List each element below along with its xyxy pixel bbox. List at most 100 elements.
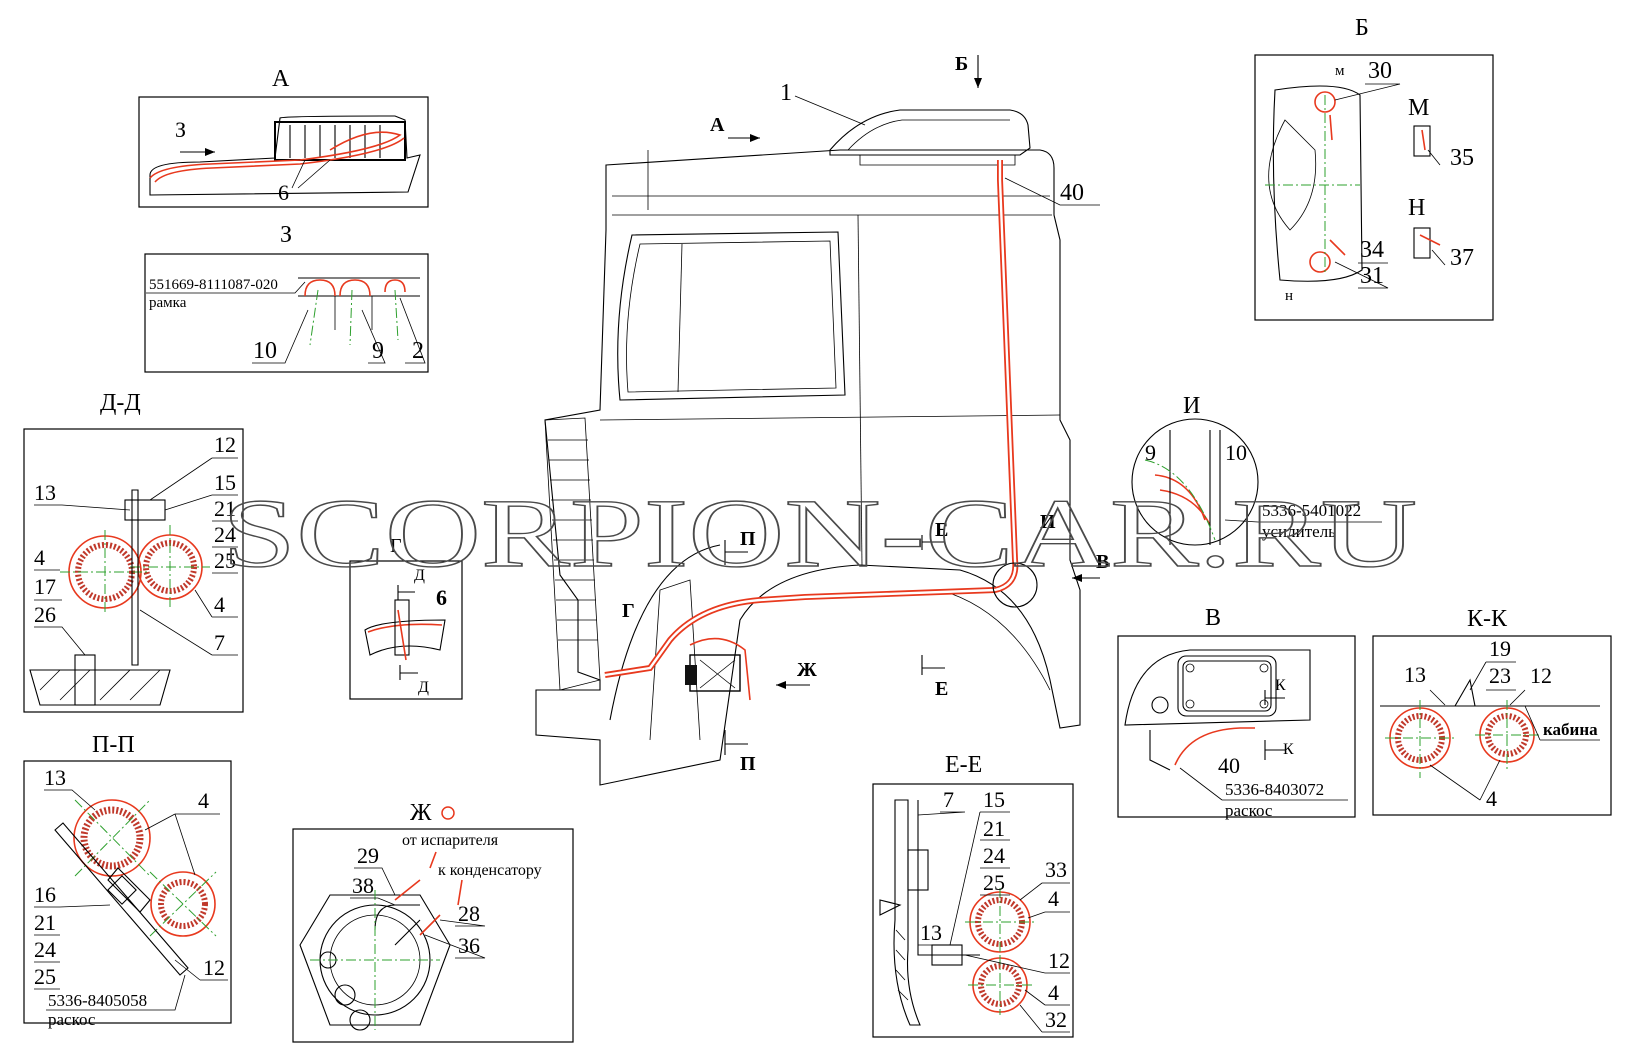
view-EE-c32: 32 [1045,1007,1067,1032]
view-I-axis [1144,459,1216,541]
view-Zh-frame [292,828,574,1043]
view-DD: Д-Д 12 13 15 21 24 25 4 4 17 26 7 [23,390,244,713]
callout-40: 40 [1060,180,1084,206]
view-Z-leader-9 [361,309,386,364]
view-Zh-leader-36 [424,934,486,959]
view-KK-c4: 4 [1486,786,1497,811]
view-PP-leader-4 [144,813,220,876]
label-view-V: В [1096,551,1109,573]
detail-circle-I [992,562,1038,608]
view-Z-c10: 10 [253,338,277,364]
view-PP-frame [23,760,232,1024]
view-Zh-leader-29 [354,867,396,896]
view-V-part-name: раскос [1225,801,1273,820]
view-PP-title: П-П [92,732,135,758]
label-detail-I: И [1040,511,1056,533]
view-DD-c13: 13 [34,480,56,505]
view-DD-axes [60,525,210,615]
view-Zh-to: к конденсатору [438,862,542,879]
view-PP-c25: 25 [34,964,56,989]
view-KK-title: К-К [1467,606,1508,632]
label-cut-E2: Е [935,678,948,700]
view-B-M-hose [1421,129,1426,151]
door-window-inner [626,240,837,393]
view-Zh-c28: 28 [458,901,480,926]
callout-1: 1 [780,80,792,106]
view-Z: З 551669-8111087-020 рамка 10 9 2 [144,222,429,373]
view-PP-part-number: 5336-8405058 [48,991,147,1010]
ac-hose-route [604,160,1038,701]
view-DD-leader-7 [139,609,238,656]
view-PP-bolt [107,875,137,905]
view-A-ac-unit [274,121,406,161]
view-EE-leader-32 [1019,1004,1070,1033]
front-panel [544,417,601,691]
view-G-hose [367,623,443,633]
view-Zh-title: Ж [410,800,432,826]
view-DD-title: Д-Д [100,390,141,416]
cut-mark-E2 [921,655,945,675]
view-V: В К К 40 5336-8403072 раскос [1117,605,1356,820]
view-KK-axes [1385,700,1540,778]
view-DD-c21: 21 [214,496,236,521]
view-PP-leader-16 [34,904,111,908]
view-A-fins [289,125,381,158]
view-EE-title: Е-Е [945,752,982,778]
view-DD-c25: 25 [214,548,236,573]
view-Zh-c38: 38 [352,873,374,898]
hose-route-inner [604,160,1017,677]
view-B-c30: 30 [1368,58,1392,84]
view-Zh-fittings [374,904,421,946]
view-B-port-top [1314,91,1336,113]
view-EE-leader-15 [949,811,1010,946]
view-PP-bracket [107,867,151,913]
view-I: И 9 10 5336-5401022 усилитель [1131,393,1382,546]
view-B-leader-37 [1431,249,1446,266]
view-Zh-marker-icon [441,806,455,820]
view-EE-c25: 25 [983,870,1005,895]
view-EE-c12: 12 [1048,948,1070,973]
view-Z-frame-bar [298,277,420,297]
view-PP-tube-small [150,871,216,937]
view-Zh-c36: 36 [458,933,480,958]
view-EE-panel-lip [879,899,902,916]
view-I-title: И [1183,393,1200,419]
view-A-hose-2 [154,137,405,183]
view-V-bolt-3 [1185,699,1195,709]
view-B: Б м н 30 34 31 М 35 Н 37 [1254,15,1494,321]
view-EE-bracket [917,800,980,956]
view-B-M-part [1413,125,1431,157]
view-EE-c4a: 4 [1048,886,1059,911]
view-PP-leader-12 [174,959,228,981]
view-EE: Е-Е 7 15 21 24 25 33 4 13 12 4 32 [872,752,1074,1038]
view-I-leader [1224,519,1382,523]
view-I-hoses [1154,474,1211,526]
view-Z-axes [309,289,399,346]
view-V-frame [1117,635,1356,818]
view-EE-c4b: 4 [1048,980,1059,1005]
rear-arch-line [789,589,1051,691]
cut-mark-E1 [921,535,945,550]
roof-ac-base [859,154,1016,166]
view-PP-leader-part [46,974,186,1011]
roof-ac-unit [829,109,1031,156]
view-PP-c4: 4 [198,788,209,813]
view-B-unit-contour [1268,119,1317,231]
view-B-detail-M: М [1408,95,1429,121]
view-G-cut2: Д [418,679,429,696]
view-B-title: Б [1355,15,1369,41]
view-Zh-from: от испарителя [402,832,499,849]
view-I-c10: 10 [1225,440,1247,465]
view-Z-frame [144,253,429,373]
hose-branch [689,637,751,701]
view-B-detail-N: Н [1408,195,1425,221]
view-Zh-port-3 [349,1009,371,1031]
view-PP-leader-13 [44,789,96,811]
view-PP-c12: 12 [203,955,225,980]
view-PP-c21: 21 [34,910,56,935]
view-Z-leader [146,281,306,294]
view-EE-leader-12 [964,954,1070,974]
view-A-arrow-label: З [175,117,186,142]
view-Z-part-number: 551669-8111087-020 [149,277,278,293]
view-V-bolt-1 [1185,663,1195,673]
